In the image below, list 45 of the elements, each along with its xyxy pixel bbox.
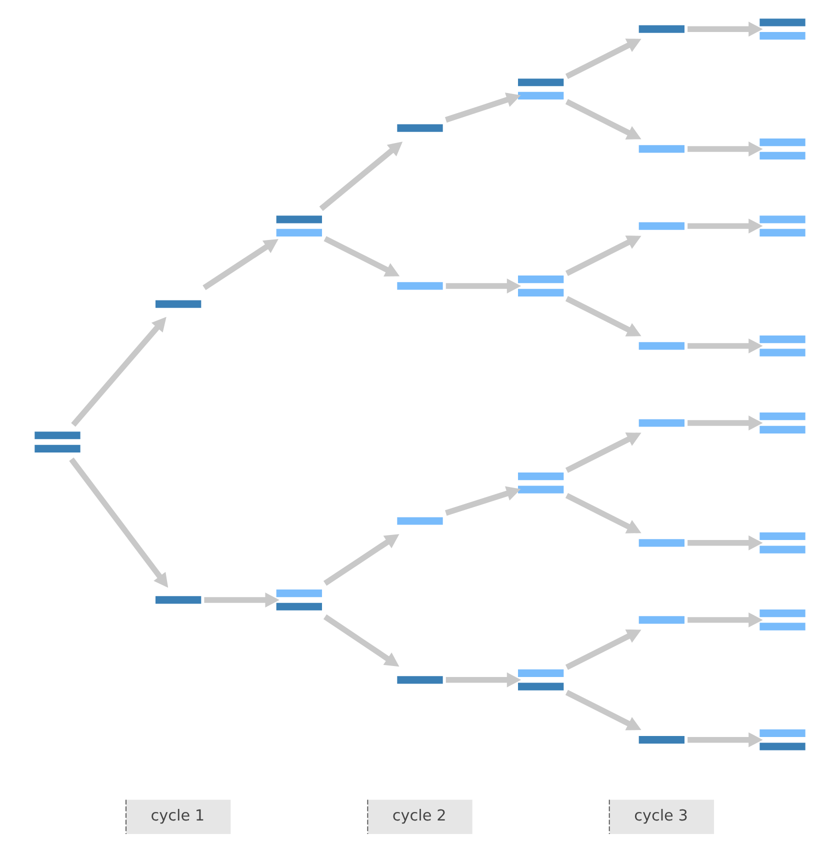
arrow: [565, 492, 642, 534]
arrow: [446, 672, 522, 688]
arrow: [688, 535, 763, 550]
node-bar: [638, 539, 684, 547]
arrow: [319, 142, 403, 211]
node-bar: [638, 419, 684, 427]
node-bar: [397, 676, 443, 684]
label: cycle 2: [392, 806, 446, 825]
node-bar: [638, 222, 684, 230]
node-bar: [156, 300, 202, 308]
arrow: [204, 592, 280, 608]
arrow: [324, 236, 400, 276]
node-bar: [638, 616, 684, 624]
arrow: [565, 296, 642, 336]
arrow: [445, 486, 521, 516]
arrow: [688, 218, 763, 234]
arrow: [688, 338, 763, 354]
arrow: [688, 612, 763, 628]
node-bar: [638, 342, 684, 350]
node-bar: [397, 517, 443, 525]
arrow: [688, 142, 763, 156]
arrow: [565, 629, 642, 670]
arrow: [69, 458, 168, 588]
label: cycle 1: [150, 806, 205, 825]
node-bar: [638, 25, 684, 33]
node-bar: [397, 124, 443, 132]
arrow: [565, 236, 642, 276]
node-bar: [397, 282, 443, 290]
arrow: [688, 22, 763, 37]
arrow: [323, 614, 400, 667]
arrow: [565, 690, 642, 730]
arrow: [688, 732, 763, 748]
arrow: [565, 432, 642, 473]
arrow: [565, 99, 642, 140]
arrow: [688, 416, 763, 430]
arrow: [323, 534, 400, 586]
arrow: [71, 316, 166, 427]
label: cycle 3: [634, 806, 688, 825]
arrow: [445, 92, 521, 123]
arrow: [446, 278, 522, 294]
arrow: [565, 38, 642, 80]
arrow: [202, 239, 278, 290]
node-bar: [156, 596, 202, 604]
node-bar: [638, 736, 684, 744]
node-bar: [638, 145, 684, 153]
